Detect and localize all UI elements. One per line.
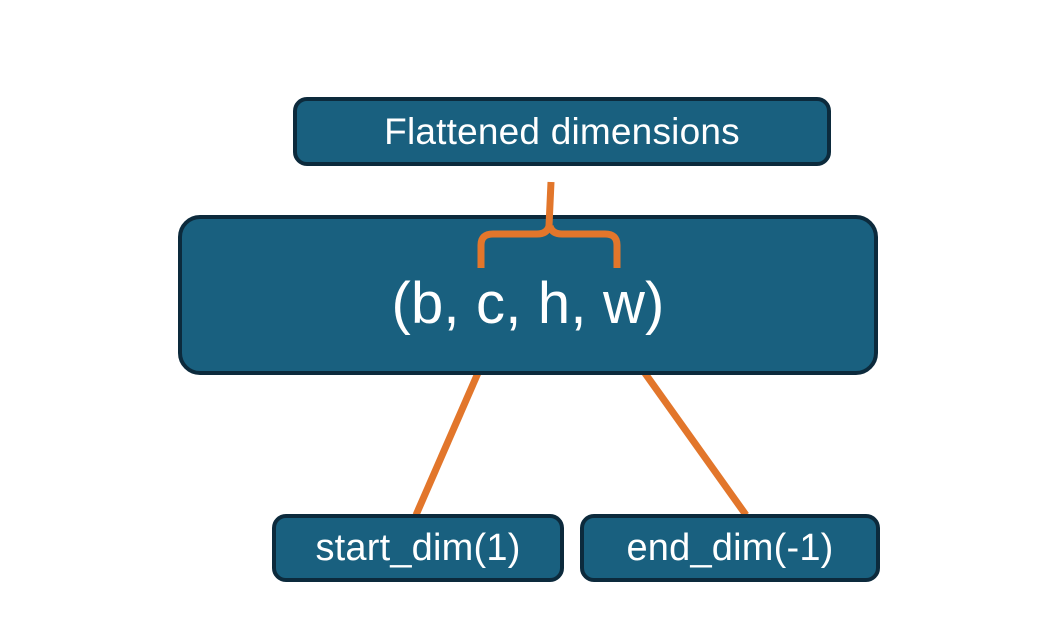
tensor-shape-box[interactable]: (b, c, h, w) bbox=[178, 215, 878, 375]
start-dim-box[interactable]: start_dim(1) bbox=[272, 514, 564, 582]
flattened-dimensions-label: Flattened dimensions bbox=[384, 110, 740, 152]
flattened-dimensions-box[interactable]: Flattened dimensions bbox=[293, 97, 831, 166]
tensor-shape-label: (b, c, h, w) bbox=[391, 270, 665, 336]
end-dim-label: end_dim(-1) bbox=[626, 526, 834, 569]
end-dim-box[interactable]: end_dim(-1) bbox=[580, 514, 880, 582]
start-dim-label: start_dim(1) bbox=[315, 526, 521, 569]
